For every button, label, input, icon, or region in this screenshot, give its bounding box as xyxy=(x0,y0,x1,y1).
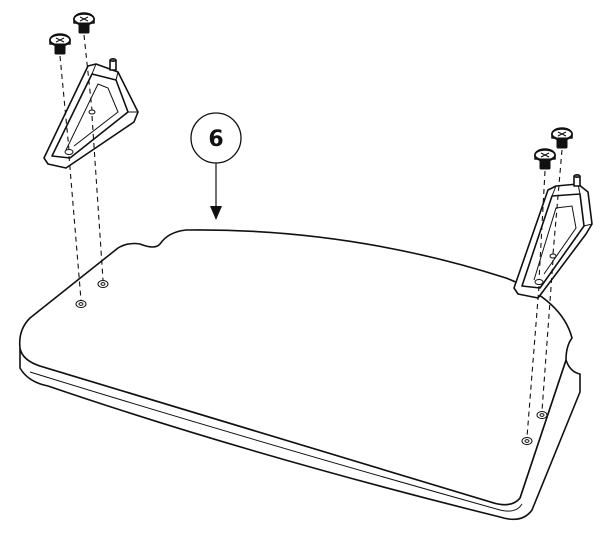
callout: 6 xyxy=(190,112,242,220)
screw-left-2 xyxy=(73,12,95,34)
base-plate xyxy=(18,229,581,521)
hole-left-front xyxy=(75,300,87,308)
callout-arrow-head xyxy=(210,206,222,220)
hole-left-back xyxy=(97,280,109,288)
callout-number: 6 xyxy=(208,127,223,152)
screw-right-1 xyxy=(534,148,556,170)
screw-right-2 xyxy=(551,127,573,149)
base-plate-bevel xyxy=(29,371,523,512)
left-bracket xyxy=(43,58,139,169)
alignment-lines xyxy=(59,34,563,438)
screw-left-1 xyxy=(49,33,71,55)
hole-right-back xyxy=(536,411,548,419)
hole-right-front xyxy=(521,437,533,445)
right-bracket xyxy=(513,174,593,299)
